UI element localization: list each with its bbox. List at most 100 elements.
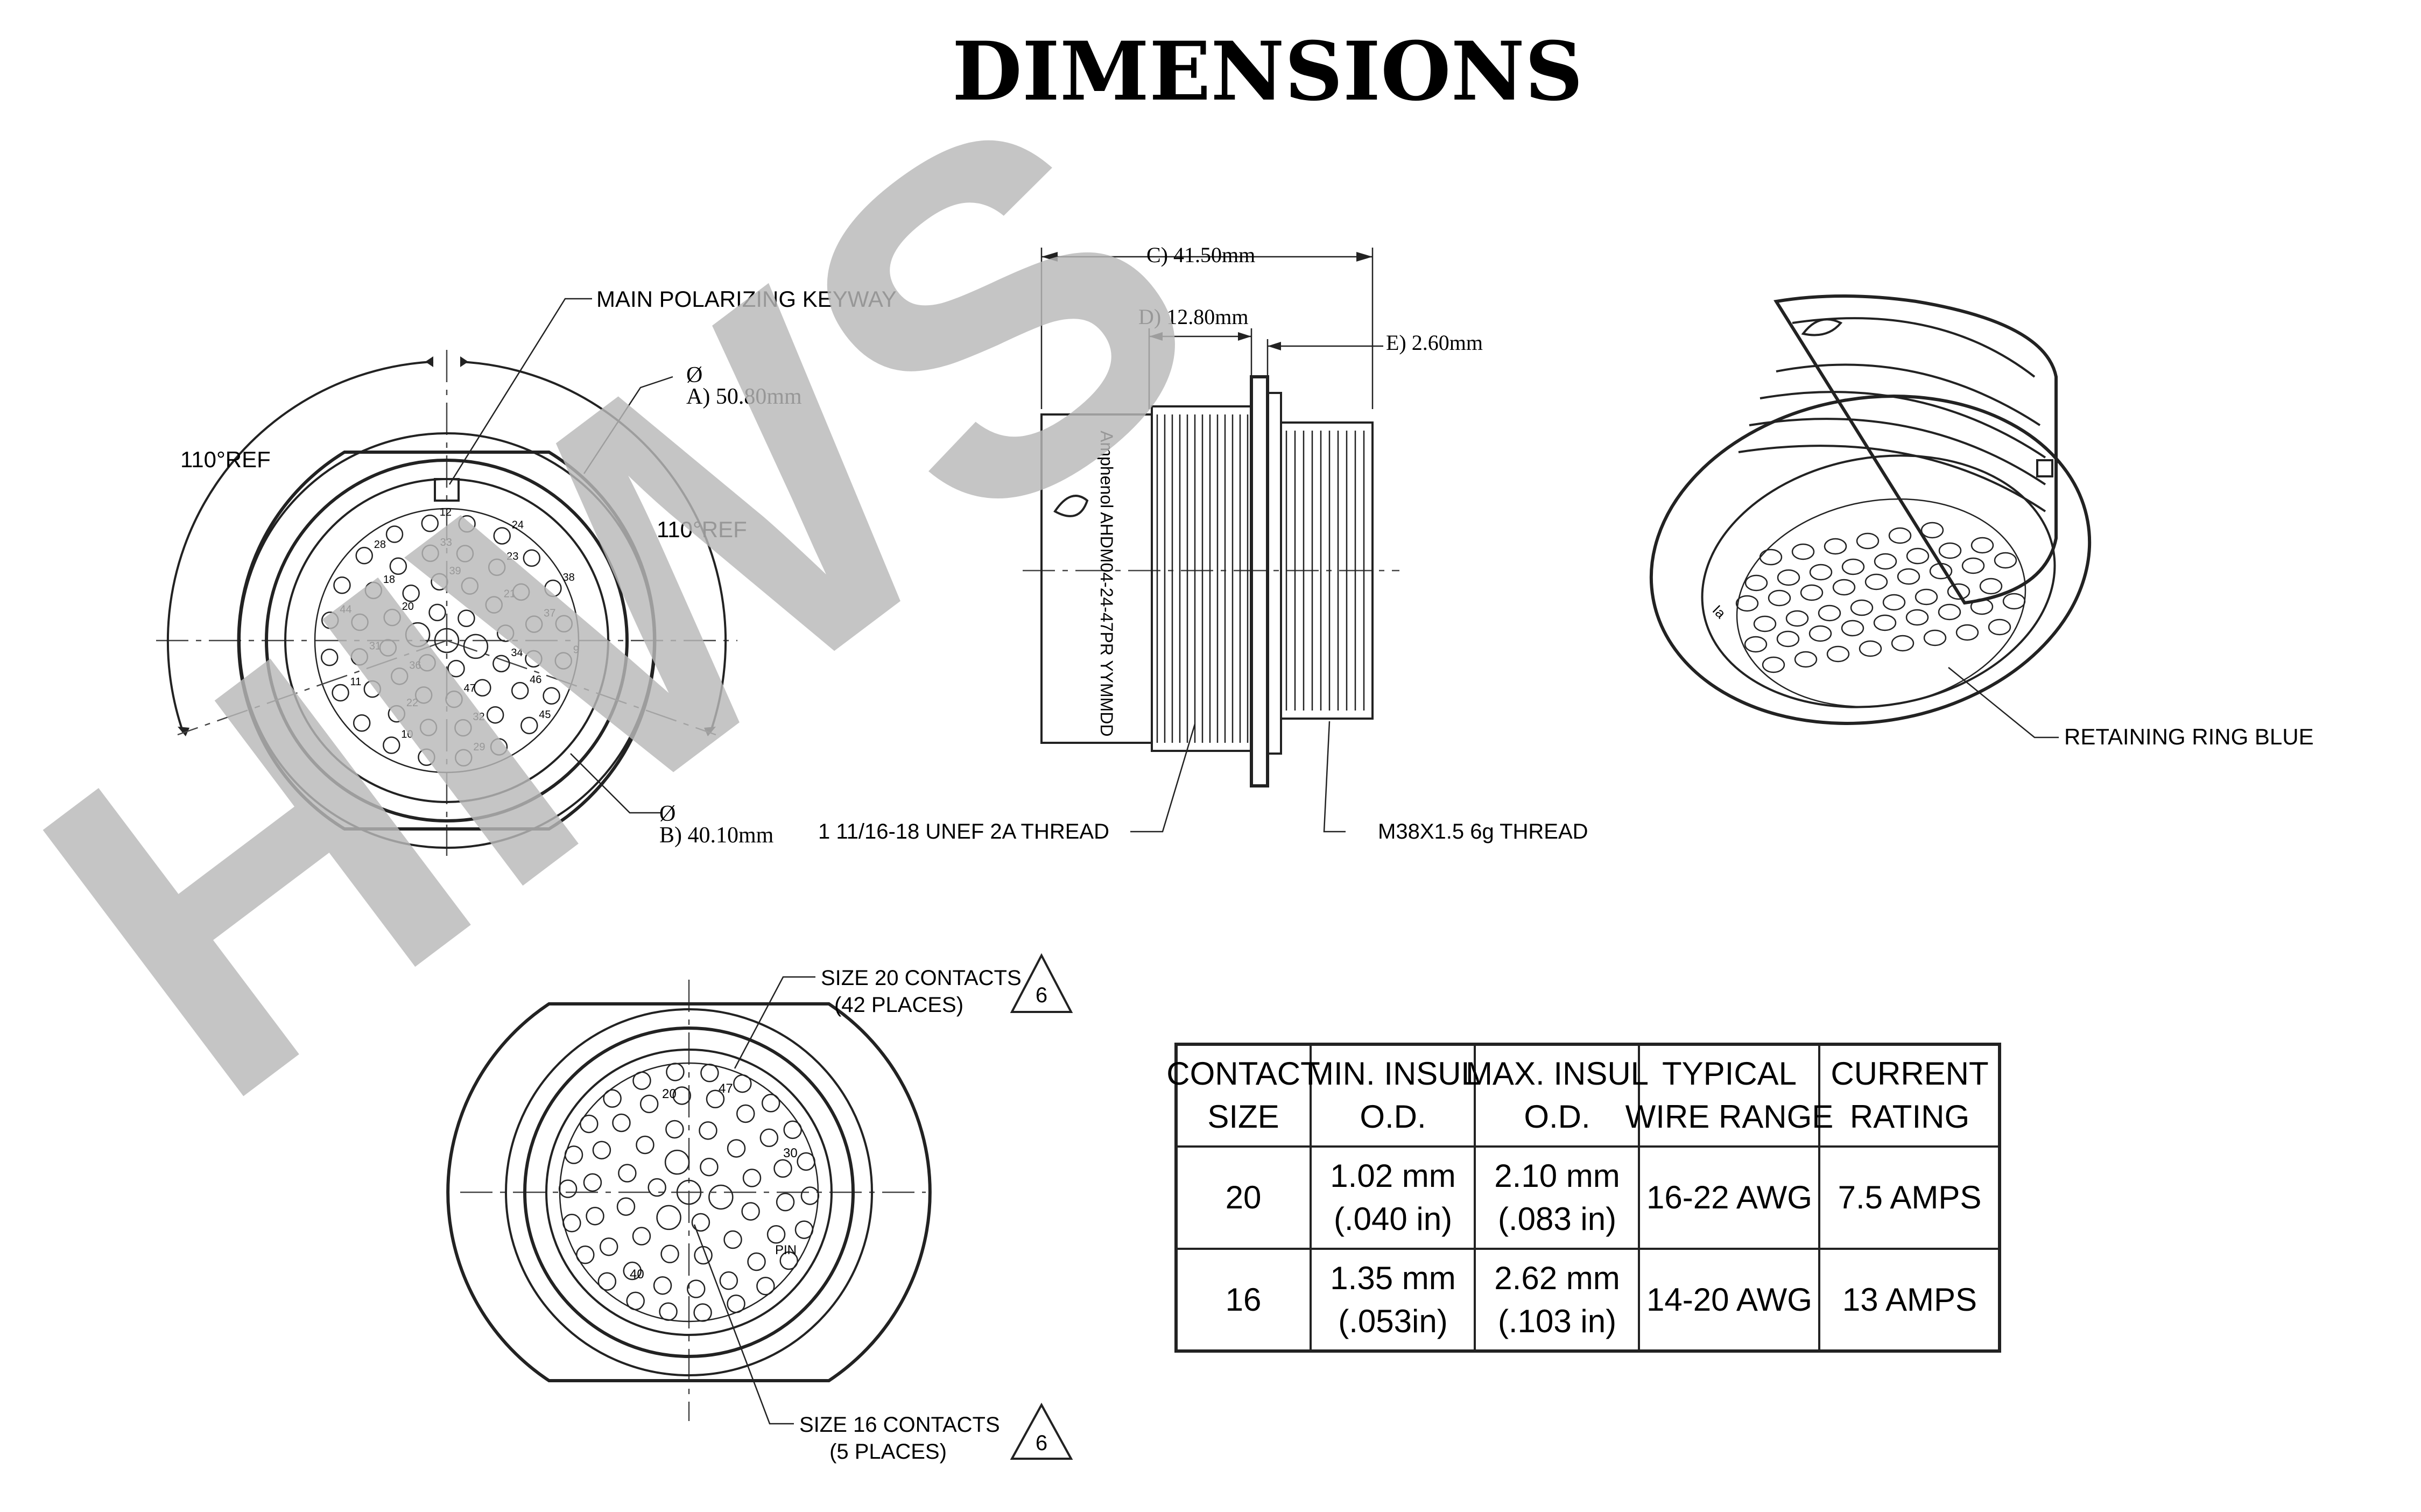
ref-left-label: 110°REF	[180, 447, 271, 472]
contact-pin	[383, 608, 401, 627]
contact-pin	[700, 1157, 719, 1177]
contact-pin	[414, 686, 433, 704]
note-triangle-top	[1010, 953, 1073, 1013]
contact-pin	[693, 1303, 712, 1322]
contact-pin	[363, 680, 382, 698]
front-view: 3447362039214632223118332337452910114428…	[156, 286, 897, 856]
contact-pin	[474, 679, 491, 697]
contact-pin	[458, 515, 476, 533]
front-contact-array: 3447362039214632223118332337452910114428…	[320, 507, 579, 767]
contact-pin	[492, 655, 510, 673]
table-cell: 13 AMPS	[1842, 1282, 1977, 1318]
dia-a-symbol: Ø	[686, 363, 702, 388]
contact-pin	[653, 1276, 672, 1295]
contact-pin	[1970, 537, 1994, 554]
contact-pin	[419, 719, 438, 736]
contact-pin	[496, 624, 515, 642]
table-header: MAX. INSUL	[1466, 1056, 1649, 1092]
contact-pin	[488, 558, 506, 576]
contact-pin	[364, 581, 383, 600]
contact-pin	[747, 1252, 766, 1271]
contact-pin	[1970, 598, 1994, 615]
contact-pin	[558, 1179, 578, 1198]
contact-pin	[1841, 558, 1865, 575]
contact-pin	[562, 1213, 581, 1233]
contact-pin	[379, 639, 397, 657]
dim-c-label: C) 41.50mm	[1146, 243, 1255, 267]
contact-pin	[1735, 595, 1759, 612]
note-triangle-bottom	[1010, 1402, 1073, 1460]
contact-pin	[676, 1179, 702, 1205]
pin-number: 34	[511, 647, 523, 659]
rear-pin-number: 20	[662, 1087, 677, 1101]
dia-b-label: B) 40.10mm	[659, 823, 774, 848]
watermark-text: HIWS	[0, 4, 1290, 1198]
contact-pin	[1897, 568, 1920, 585]
contact-pin	[741, 1202, 760, 1221]
contact-pin	[1979, 578, 2003, 595]
contact-pin	[1938, 542, 1962, 559]
contact-pin	[383, 736, 400, 754]
contact-pin	[1809, 564, 1833, 581]
contact-pin	[794, 1220, 814, 1239]
rear-pin-number: 30	[783, 1146, 798, 1161]
contact-pin	[321, 611, 339, 629]
note-num-bottom: 6	[1036, 1431, 1047, 1455]
retaining-ring-label: RETAINING RING BLUE	[2064, 724, 2314, 749]
contact-pin	[402, 584, 420, 602]
pin-number: 44	[340, 603, 351, 615]
contact-pin	[421, 544, 439, 562]
contact-pin	[783, 1120, 802, 1140]
contact-pin	[586, 1206, 604, 1226]
contact-pin	[1744, 574, 1768, 592]
pin-number: 28	[374, 539, 386, 551]
body-marking: Amphenol AHDM04-24-47PR YYMMDD	[1097, 431, 1116, 737]
contact-pin	[405, 622, 431, 648]
contact-pin	[1762, 656, 1785, 673]
watermark: HIWS	[0, 4, 1290, 1198]
contact-pin	[1753, 615, 1777, 632]
contact-pin	[1768, 589, 1791, 607]
contact-pin	[666, 1063, 685, 1081]
contact-pin	[664, 1149, 690, 1175]
contact-pin	[458, 609, 475, 628]
note-num-top: 6	[1036, 983, 1047, 1007]
contact-pin	[1994, 552, 2017, 569]
contact-pin	[388, 705, 406, 723]
contact-pin	[1776, 630, 1800, 648]
contact-pin	[656, 1205, 681, 1230]
contact-pin	[599, 1237, 618, 1256]
contact-pin	[1864, 573, 1888, 590]
contact-pin	[1874, 553, 1897, 570]
contact-pin	[447, 659, 465, 678]
contact-pin	[434, 628, 460, 653]
contact-pin	[618, 1164, 637, 1183]
contact-pin	[1923, 629, 1947, 646]
contact-pin	[580, 1114, 599, 1134]
contact-pin	[1824, 538, 1847, 555]
contact-pin	[1947, 583, 1970, 600]
table-header: RATING	[1850, 1099, 1969, 1135]
pin-number: 31	[369, 640, 381, 652]
table-header: TYPICAL	[1662, 1056, 1797, 1092]
table-cell: 1.35 mm	[1330, 1260, 1455, 1296]
contact-pin	[779, 1251, 798, 1270]
rear-pin-number: PIN	[775, 1243, 797, 1257]
iso-view: Ia RETAINING RING BLUE	[1649, 294, 2314, 749]
contact-pin	[1873, 614, 1897, 631]
contact-pin	[1794, 651, 1818, 668]
contact-pin	[1841, 620, 1864, 637]
pin-number: 24	[512, 519, 524, 531]
contact-pin	[490, 738, 508, 756]
contact-pin	[1800, 584, 1824, 601]
contact-pin	[1832, 579, 1856, 596]
contact-pin	[520, 716, 538, 735]
contact-pin	[355, 546, 373, 565]
contact-pin	[612, 1113, 631, 1133]
contact-pin	[454, 719, 472, 737]
contact-pin	[1785, 610, 1809, 627]
table-cell: 16	[1226, 1282, 1262, 1318]
contact-pin	[523, 549, 541, 567]
